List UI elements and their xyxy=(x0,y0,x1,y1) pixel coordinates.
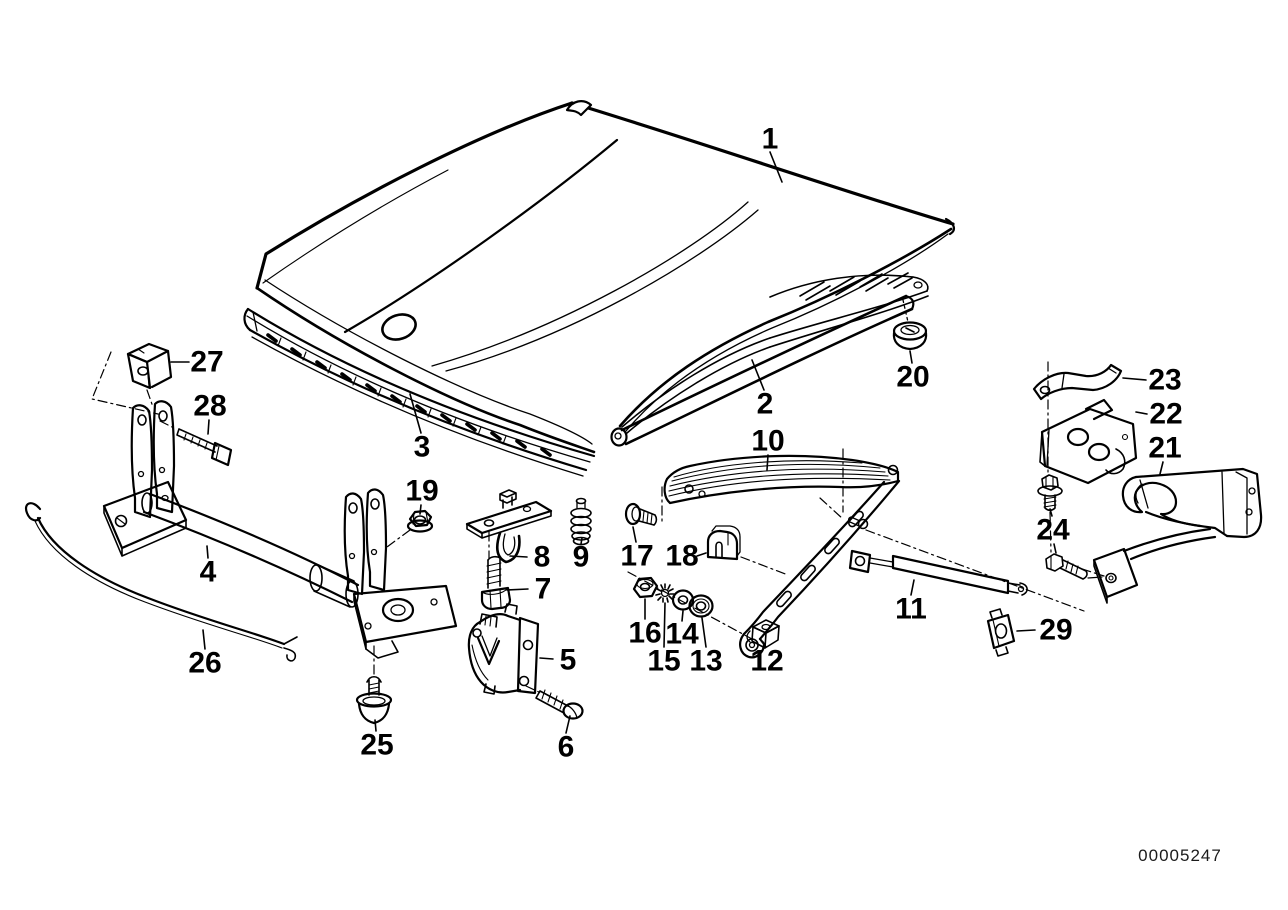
leader-line-13 xyxy=(701,617,707,648)
clip-nut-29-drawing xyxy=(986,608,1016,657)
leader-line-3 xyxy=(409,393,422,434)
leader-line-1 xyxy=(769,151,783,183)
part-label-25[interactable]: 25 xyxy=(360,729,393,762)
leader-line-8 xyxy=(509,555,528,558)
leader-line-15 xyxy=(663,602,666,648)
leader-line-26 xyxy=(202,629,206,650)
buffer-spring-drawing xyxy=(570,497,592,546)
part-label-21[interactable]: 21 xyxy=(1148,432,1181,465)
part-label-5[interactable]: 5 xyxy=(560,644,577,677)
leader-line-12 xyxy=(762,641,767,648)
part-label-6[interactable]: 6 xyxy=(558,731,575,764)
leader-line-24 xyxy=(1049,508,1053,517)
hinge-nut-drawing xyxy=(386,509,434,548)
part-label-16[interactable]: 16 xyxy=(628,617,661,650)
leader-line-29 xyxy=(1016,629,1036,632)
part-label-7[interactable]: 7 xyxy=(535,573,552,606)
part-label-10[interactable]: 10 xyxy=(751,425,784,458)
lock-bolt-drawing xyxy=(480,555,512,611)
part-label-1[interactable]: 1 xyxy=(762,123,779,156)
catch-bracket-drawing xyxy=(1039,398,1138,485)
leader-line-28 xyxy=(207,419,210,435)
hood-seal-drawing xyxy=(610,294,915,447)
support-bracket-drawing xyxy=(1032,363,1123,401)
document-number: 00005247 xyxy=(1138,846,1222,865)
part-label-4[interactable]: 4 xyxy=(200,556,217,589)
leader-line-5 xyxy=(539,657,554,660)
clip-12-drawing xyxy=(746,619,780,649)
leader-line-6 xyxy=(565,715,571,734)
lock-bracket-drawing xyxy=(465,489,553,564)
hinge-pin-drawing xyxy=(159,420,233,467)
leader-line-2 xyxy=(751,359,765,391)
part-label-27[interactable]: 27 xyxy=(190,346,223,379)
nut-16-drawing xyxy=(632,576,659,599)
hood-lock-drawing xyxy=(467,603,542,695)
leader-line-24 xyxy=(1053,543,1057,554)
part-label-20[interactable]: 20 xyxy=(896,361,929,394)
part-label-22[interactable]: 22 xyxy=(1149,398,1182,431)
leader-line-10 xyxy=(766,454,769,471)
hood-roundel-hole xyxy=(381,313,417,341)
gas-spring-drawing xyxy=(848,549,1028,596)
part-label-9[interactable]: 9 xyxy=(573,541,590,574)
leader-line-4 xyxy=(206,545,209,559)
leader-line-20 xyxy=(909,350,913,364)
part-label-26[interactable]: 26 xyxy=(188,647,221,680)
star-washer-15-drawing xyxy=(655,583,675,603)
part-label-13[interactable]: 13 xyxy=(689,645,722,678)
bolt-24-upper-drawing xyxy=(1037,474,1063,512)
part-label-12[interactable]: 12 xyxy=(750,645,783,678)
torsion-rod-assembly-drawing xyxy=(102,400,458,659)
part-label-17[interactable]: 17 xyxy=(620,540,653,573)
lock-screw-drawing xyxy=(535,689,584,720)
part-label-28[interactable]: 28 xyxy=(193,390,226,423)
leader-line-22 xyxy=(1135,411,1148,415)
bolt-24-lower-drawing xyxy=(1045,361,1103,580)
leader-line-14 xyxy=(681,610,684,622)
part-label-2[interactable]: 2 xyxy=(757,388,774,421)
leader-line-11 xyxy=(910,579,915,596)
leader-line-9 xyxy=(580,537,583,545)
part-label-3[interactable]: 3 xyxy=(414,431,431,464)
safety-latch-drawing xyxy=(1081,467,1263,604)
hood-panel-drawing xyxy=(255,100,956,454)
part-label-15[interactable]: 15 xyxy=(647,645,680,678)
grommet-25-drawing xyxy=(355,645,393,725)
washer-14-drawing xyxy=(671,589,695,611)
part-label-18[interactable]: 18 xyxy=(665,540,698,573)
screw-17-drawing xyxy=(624,502,658,526)
leader-line-18 xyxy=(696,552,707,557)
front-molding-drawing xyxy=(243,307,596,477)
grommet-20-drawing xyxy=(892,299,928,351)
part-label-11[interactable]: 11 xyxy=(895,593,927,626)
part-label-14[interactable]: 14 xyxy=(665,618,699,651)
buffer-18-drawing xyxy=(706,525,741,561)
leader-line-19 xyxy=(419,504,422,515)
part-label-24[interactable]: 24 xyxy=(1036,514,1070,547)
part-label-8[interactable]: 8 xyxy=(534,541,551,574)
leader-line-17 xyxy=(632,526,637,543)
leader-line-25 xyxy=(374,719,377,732)
part-label-29[interactable]: 29 xyxy=(1039,614,1072,647)
release-cable-drawing xyxy=(24,502,298,662)
leader-line-23 xyxy=(1122,377,1147,381)
leader-line-7 xyxy=(506,588,529,591)
part-label-19[interactable]: 19 xyxy=(405,475,438,508)
part-label-23[interactable]: 23 xyxy=(1148,364,1181,397)
hinge-bracket-drawing xyxy=(91,342,173,415)
leader-line-21 xyxy=(1159,461,1164,475)
